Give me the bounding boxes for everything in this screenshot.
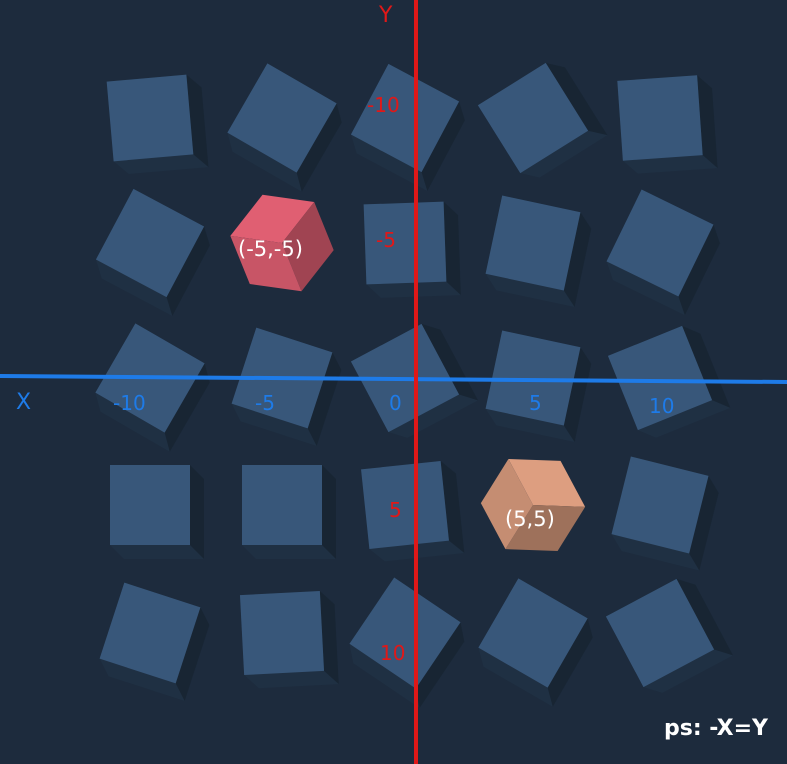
x-tick-label: -5 [255,391,275,415]
cube-front-face [606,189,714,297]
cube-front-face [110,465,190,545]
cube [350,63,465,192]
cube-front-face [230,235,302,292]
y-tick-label: -10 [367,93,400,117]
cube [231,327,342,447]
cube-front-face [363,201,447,285]
cube [485,195,592,308]
cube [605,578,734,693]
cube-shadow-face [682,325,731,408]
cube-shadow-face [164,363,210,452]
cube-shadow-face [421,101,465,192]
cube-shadow-face [547,618,593,707]
cube-shadow-face [689,475,719,571]
cube-front-face [106,74,194,162]
cube [106,74,209,175]
cube-shadow-face [319,590,339,685]
x-tick-label: 5 [529,391,542,415]
cube-front-face [607,325,713,431]
cube [95,188,210,317]
cube [611,456,719,571]
x-tick-label: -10 [113,391,146,415]
y-tick-label: 10 [380,641,405,665]
cube-shadow-face [415,622,465,708]
cube-top-face [230,194,315,243]
cube-shadow-face [676,578,734,656]
cube-front-face [611,456,709,554]
x-tick-label: 10 [649,394,674,418]
y-tick-label: -5 [376,228,396,252]
cube-front-face [242,465,322,545]
cube [242,465,336,559]
cube [110,465,204,559]
cube [477,62,608,178]
cube-shadow-face [186,74,209,168]
cube [363,201,461,298]
cube-front-face [477,62,589,174]
cube-side-face [505,505,586,552]
x-axis-line [0,374,787,384]
cube-front-face [478,578,588,688]
cube-front-face [239,590,325,676]
cube-shadow-face [166,226,210,317]
cube-front-face [485,330,581,426]
highlight-label-neg5-neg5: (-5,-5) [238,237,303,261]
cube-top-face [508,458,586,507]
cube [230,194,334,292]
cube-shadow-face [307,352,342,447]
cube-front-face [480,458,533,550]
cube [95,323,210,452]
cube-front-face [605,578,715,688]
x-tick-label: 0 [389,391,402,415]
cube [617,75,718,174]
cube-front-face [350,63,460,173]
cube-shadow-face [563,347,592,443]
cube [478,578,593,707]
cube-shadow-face [190,465,204,559]
cube-shadow-face [296,103,342,192]
note-text: ps: -X=Y [664,716,769,741]
cube [485,330,592,443]
cube [607,325,731,438]
cube-front-face [361,461,449,549]
cube-shadow-face [678,224,720,316]
cube-shadow-face [322,465,336,559]
highlight-label-5-5: (5,5) [505,507,555,531]
y-tick-label: 5 [389,498,402,522]
cube [239,590,339,689]
y-axis-name: Y [378,3,393,28]
cube-shadow-face [443,201,461,296]
cube [349,577,465,708]
cube [227,63,342,192]
cube [606,189,720,316]
cube [480,458,586,552]
cube-shadow-face [697,75,718,169]
cube-front-face [617,75,703,161]
cube-front-face [99,582,201,684]
cube-shadow-face [545,62,608,136]
x-axis-name: X [16,390,31,415]
cube [99,582,210,702]
cube-shadow-face [563,212,592,308]
cube-shadow-face [440,461,465,554]
cube-front-face [349,577,461,689]
cube-side-face [282,201,334,292]
cube [361,461,465,562]
cube-front-face [95,188,205,298]
cube-front-face [485,195,581,291]
cube-front-face [227,63,337,173]
cube-shadow-face [175,607,210,702]
